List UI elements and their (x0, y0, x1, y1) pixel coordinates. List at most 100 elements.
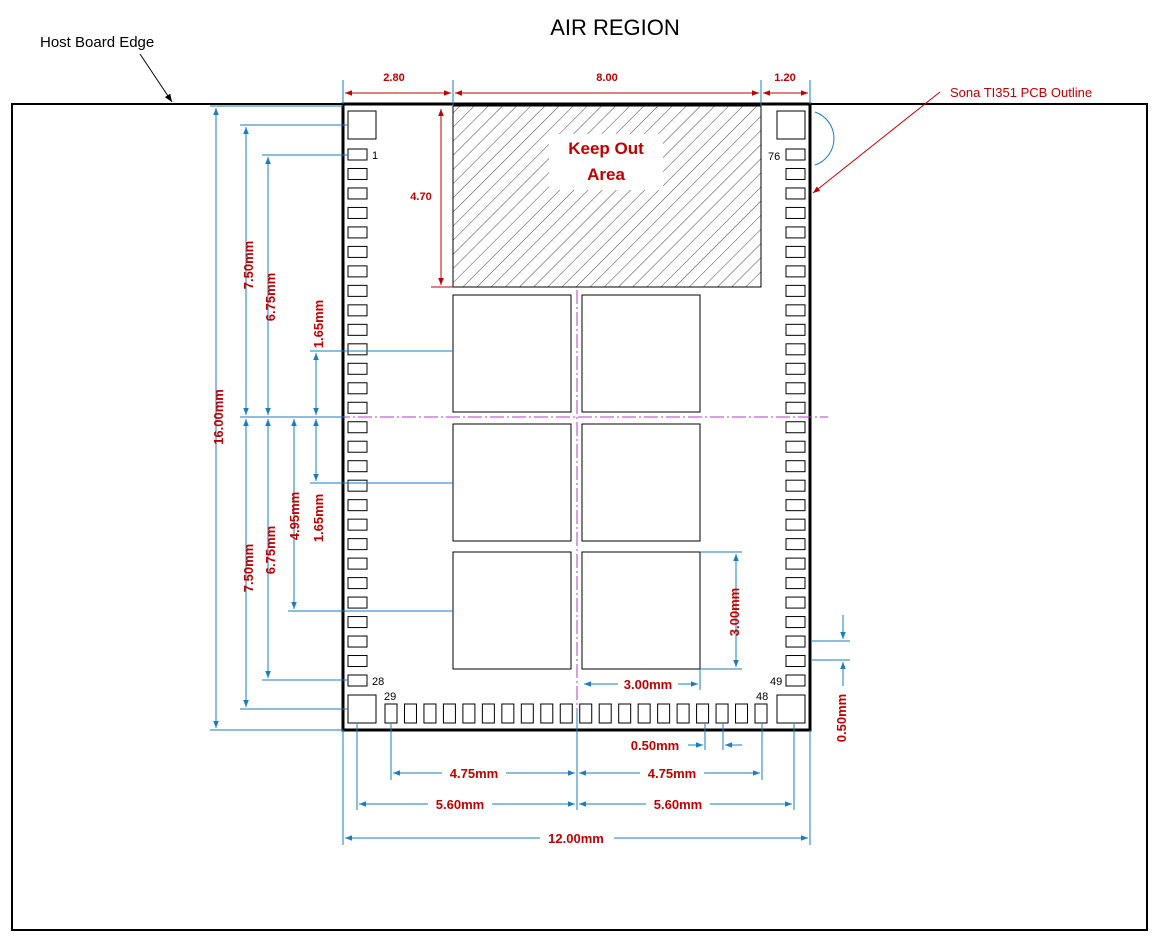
keep-out-label-line2: Area (587, 165, 625, 184)
thermal-pad-r2c2 (581, 423, 701, 542)
dim-upper-1-65: 1.65mm (311, 300, 326, 348)
left-pin-3 (347, 187, 368, 200)
thermal-pad-r2c1 (452, 423, 572, 542)
dim-right-pitch: 0.50mm (834, 694, 849, 742)
left-pin-column (347, 148, 368, 687)
bottom-pin-46 (715, 703, 729, 724)
right-pitch-dimension-lines (812, 615, 850, 686)
right-pin-62 (785, 421, 806, 434)
bottom-pin-40 (598, 703, 612, 724)
right-pin-75 (785, 167, 806, 180)
left-pin-24 (347, 596, 368, 609)
dim-475-right-bg (640, 765, 704, 781)
right-pin-66 (785, 343, 806, 356)
dim-560-left-bg (428, 796, 492, 812)
pin-label-28: 28 (372, 676, 384, 688)
bottom-pin-47 (735, 703, 749, 724)
bottom-pin-36 (520, 703, 534, 724)
left-pin-7 (347, 265, 368, 278)
pcb-outline-label: Sona TI351 PCB Outline (950, 85, 1092, 100)
dim-top-right: 1.20 (774, 72, 795, 84)
thermal-pad-r1c2 (581, 294, 701, 413)
left-pin-26 (347, 635, 368, 648)
left-pin-25 (347, 616, 368, 629)
corner-pad-bottom-right (776, 694, 806, 724)
pin-label-48: 48 (756, 691, 768, 703)
bottom-pin-34 (481, 703, 495, 724)
left-pin-21 (347, 538, 368, 551)
keep-out-label-bg (549, 134, 663, 190)
dim-upper-6-75: 6.75mm (263, 273, 278, 321)
dim-upper-7-50: 7.50mm (241, 241, 256, 289)
left-pin-8 (347, 284, 368, 297)
right-pin-61 (785, 440, 806, 453)
dim-475-left-bg (442, 765, 506, 781)
bottom-pin-45 (696, 703, 710, 724)
left-pin-20 (347, 518, 368, 531)
right-pin-63 (785, 401, 806, 414)
dim-pad-width: 3.00mm (624, 677, 672, 692)
right-pin-64 (785, 382, 806, 395)
right-pin-72 (785, 226, 806, 239)
dim-bottom-pitch: 0.50mm (631, 738, 679, 753)
pin-label-29: 29 (384, 691, 396, 703)
right-pin-57 (785, 518, 806, 531)
dim-lower-7-50: 7.50mm (241, 544, 256, 592)
right-pin-74 (785, 187, 806, 200)
dim-top-left: 2.80 (383, 72, 404, 84)
left-pin-22 (347, 557, 368, 570)
thermal-pad-r1c1 (452, 294, 572, 413)
host-board-edge-label: Host Board Edge (40, 34, 154, 51)
page-title: AIR REGION (550, 15, 680, 40)
pcb-outline-pointer (812, 91, 941, 194)
bottom-pin-33 (462, 703, 476, 724)
dim-half-475-right: 4.75mm (648, 766, 696, 781)
bottom-pin-37 (540, 703, 554, 724)
dim-lower-6-75: 6.75mm (263, 526, 278, 574)
bottom-pin-38 (559, 703, 573, 724)
dim-keepout-height: 4.70 (410, 191, 431, 203)
right-pin-56 (785, 538, 806, 551)
right-pin-53 (785, 596, 806, 609)
bottom-pin-48 (754, 703, 768, 724)
left-pin-15 (347, 421, 368, 434)
left-pin-23 (347, 577, 368, 590)
dim-total-width: 12.00mm (548, 831, 604, 846)
right-pin-54 (785, 577, 806, 590)
right-pin-73 (785, 206, 806, 219)
dim-half-560-left: 5.60mm (436, 797, 484, 812)
bottom-pin-42 (637, 703, 651, 724)
right-pin-70 (785, 265, 806, 278)
right-pin-49 (785, 674, 806, 687)
dim-560-right-bg (646, 796, 710, 812)
dim-lower-4-95: 4.95mm (287, 492, 302, 540)
left-pin-14 (347, 401, 368, 414)
right-pin-50 (785, 655, 806, 668)
left-pin-11 (347, 343, 368, 356)
bottom-dimension-lines (342, 712, 811, 845)
right-pin-52 (785, 616, 806, 629)
right-pin-60 (785, 460, 806, 473)
pin1-arc-marker (814, 111, 835, 166)
top-dimensions (342, 80, 811, 106)
right-pin-59 (785, 479, 806, 492)
left-pin-6 (347, 245, 368, 258)
bottom-pin-41 (618, 703, 632, 724)
left-pin-5 (347, 226, 368, 239)
bottom-pin-43 (657, 703, 671, 724)
keep-out-area (452, 105, 762, 288)
left-pin-18 (347, 479, 368, 492)
left-pin-13 (347, 382, 368, 395)
right-pin-58 (785, 499, 806, 512)
bottom-pin-44 (676, 703, 690, 724)
dim-pad-height: 3.00mm (727, 588, 742, 636)
bottom-pin-30 (403, 703, 417, 724)
left-pin-19 (347, 499, 368, 512)
bottom-pin-31 (423, 703, 437, 724)
right-pin-71 (785, 245, 806, 258)
corner-pad-top-right (776, 110, 806, 140)
left-pin-4 (347, 206, 368, 219)
right-pin-69 (785, 284, 806, 297)
bottom-pin-32 (442, 703, 456, 724)
